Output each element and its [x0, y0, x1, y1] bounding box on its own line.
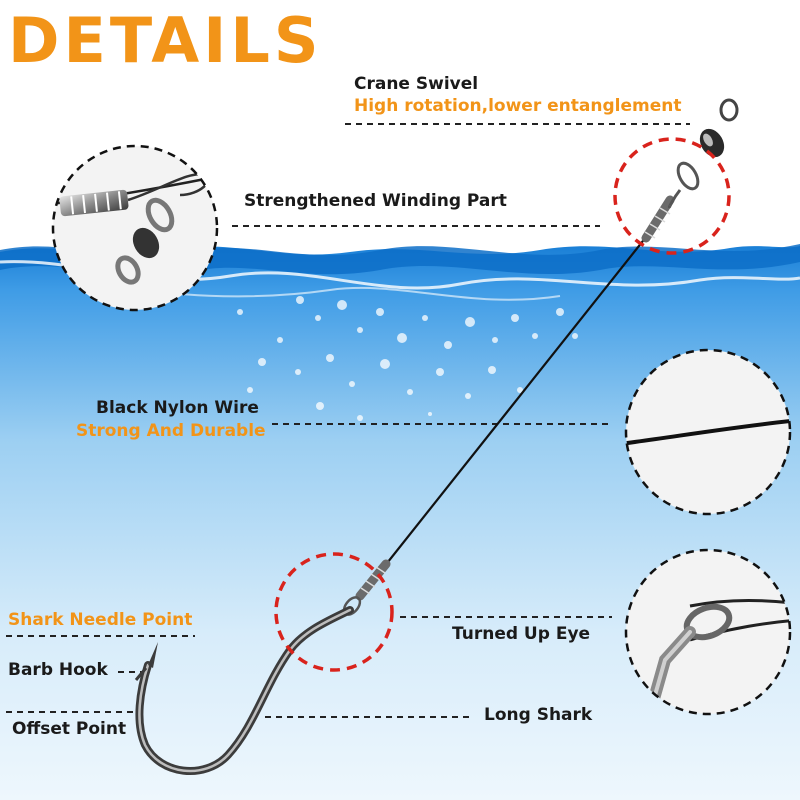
- label-black-nylon-wire: Black Nylon Wire: [96, 398, 259, 418]
- winding-detail-inset: [51, 144, 219, 312]
- label-black-nylon-wire-sub: Strong And Durable: [76, 421, 266, 441]
- water-bubbles: [237, 296, 578, 421]
- label-long-shark: Long Shark: [484, 705, 593, 725]
- red-callout-circles: [274, 137, 731, 672]
- label-crane-swivel: Crane Swivel: [354, 74, 479, 94]
- label-winding-part: Strengthened Winding Part: [244, 191, 507, 211]
- nylon-wire: [371, 221, 659, 583]
- label-crane-swivel-sub: High rotation,lower entanglement: [354, 96, 682, 116]
- label-shark-needle-point: Shark Needle Point: [8, 610, 193, 630]
- leader-lines: [6, 123, 690, 718]
- label-turned-up-eye: Turned Up Eye: [452, 624, 591, 644]
- label-offset-point: Offset Point: [12, 719, 127, 739]
- label-barb-hook: Barb Hook: [8, 660, 108, 680]
- crane-swivel: [668, 98, 739, 209]
- wire-detail-inset: [624, 348, 792, 516]
- upper-winding-sleeve: [641, 195, 675, 243]
- page-title: DETAILS: [8, 4, 323, 77]
- fishing-hook: [134, 606, 354, 775]
